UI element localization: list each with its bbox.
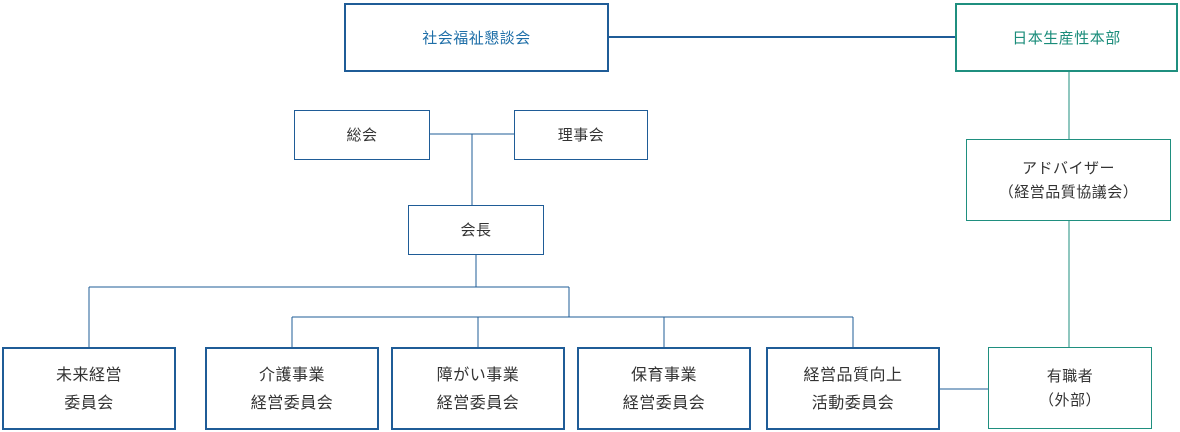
experts-box: 有職者 （外部） <box>988 347 1152 429</box>
chairman-label: 会長 <box>460 221 492 239</box>
committee-line2: 経営委員会 <box>250 392 334 412</box>
board-box: 理事会 <box>514 110 648 160</box>
committee-disability-business: 障がい事業 経営委員会 <box>391 347 565 430</box>
advisor-line2: （経営品質協議会） <box>998 183 1139 201</box>
general-meeting-label: 総会 <box>346 126 378 144</box>
committee-quality-improvement: 経営品質向上 活動委員会 <box>766 347 940 430</box>
committee-line2: 活動委員会 <box>811 392 895 412</box>
committee-childcare-business: 保育事業 経営委員会 <box>577 347 751 430</box>
social-welfare-council-label: 社会福祉懇談会 <box>422 28 531 47</box>
committee-future-management: 未来経営 委員会 <box>2 347 176 430</box>
chairman-box: 会長 <box>408 205 544 255</box>
committee-line1: 障がい事業 <box>436 364 520 384</box>
committee-line2: 委員会 <box>64 392 114 412</box>
board-label: 理事会 <box>557 126 605 144</box>
social-welfare-council-box: 社会福祉懇談会 <box>344 3 609 72</box>
general-meeting-box: 総会 <box>294 110 430 160</box>
committee-line1: 未来経営 <box>55 364 122 384</box>
committee-line1: 保育事業 <box>630 364 697 384</box>
committee-line2: 経営委員会 <box>436 392 520 412</box>
committee-line1: 経営品質向上 <box>803 364 903 384</box>
experts-line2: （外部） <box>1038 391 1101 409</box>
advisor-box: アドバイザー （経営品質協議会） <box>966 139 1171 221</box>
committee-line2: 経営委員会 <box>622 392 706 412</box>
committee-care-business: 介護事業 経営委員会 <box>205 347 379 430</box>
japan-productivity-center-box: 日本生産性本部 <box>955 3 1178 72</box>
experts-line1: 有職者 <box>1046 367 1094 385</box>
advisor-line1: アドバイザー <box>1021 159 1115 177</box>
japan-productivity-center-label: 日本生産性本部 <box>1012 28 1121 47</box>
committee-line1: 介護事業 <box>258 364 325 384</box>
